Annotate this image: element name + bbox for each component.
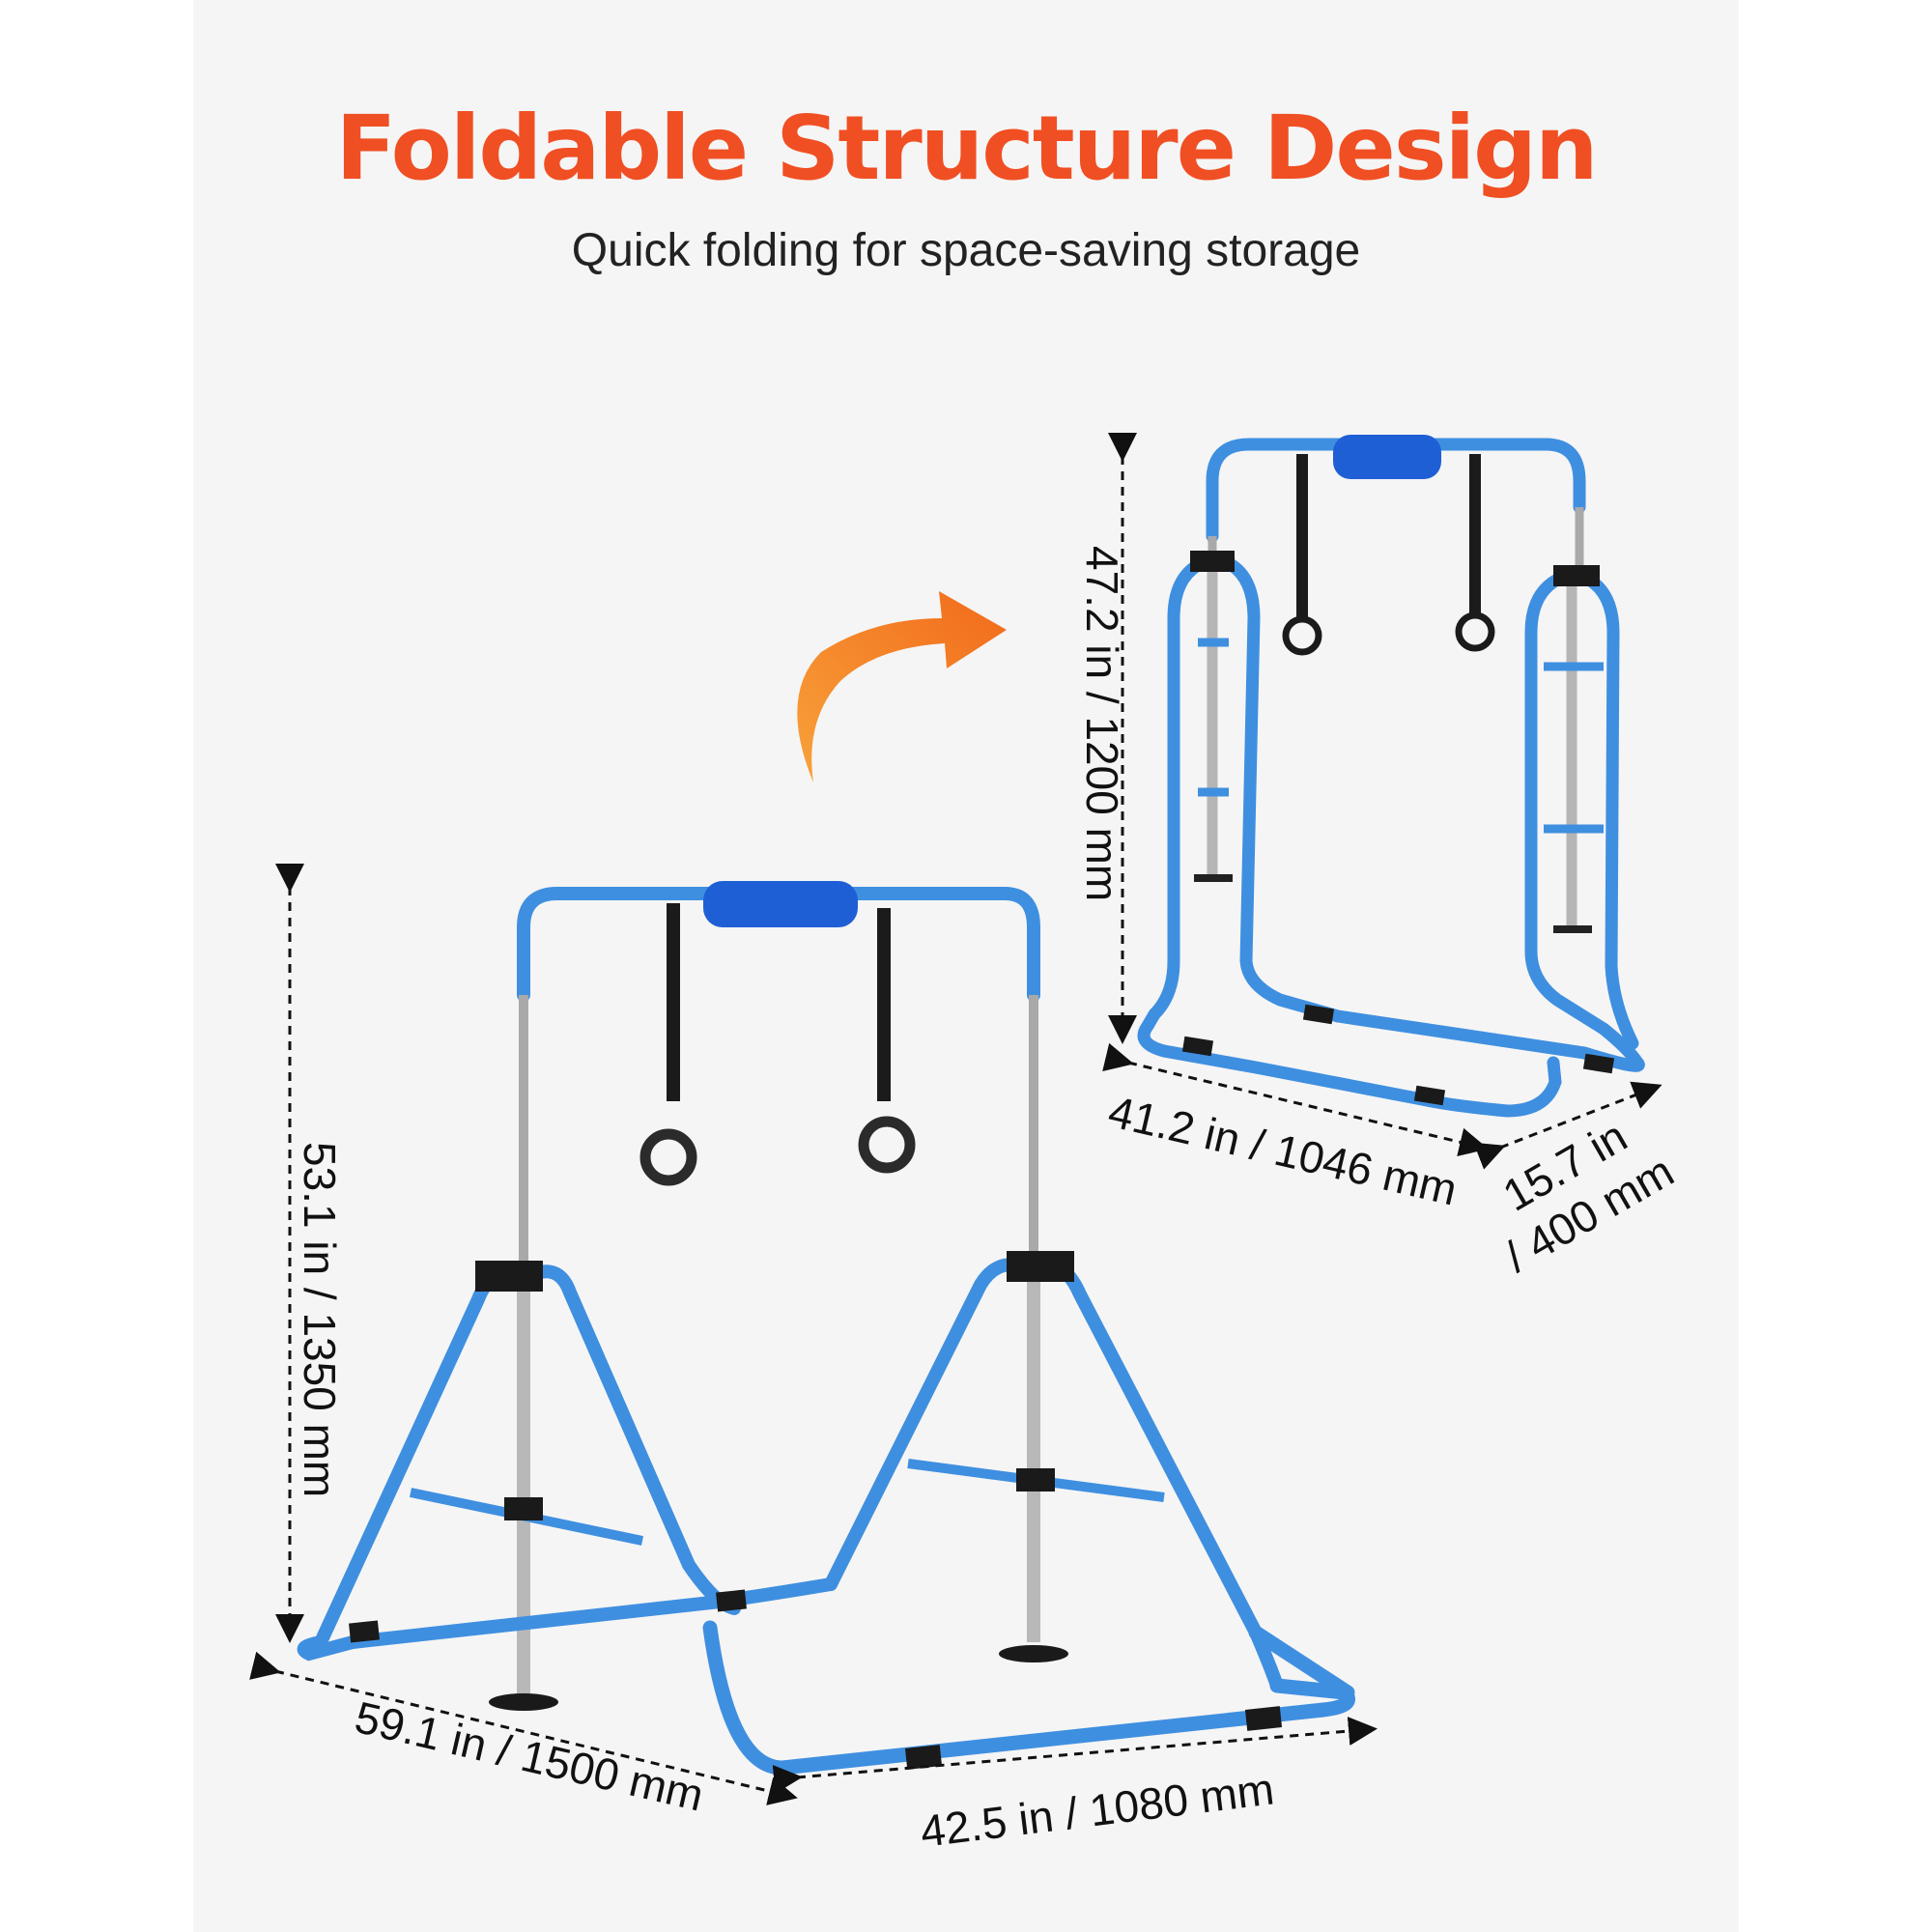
unfolded-length-label: 59.1 in / 1500 mm — [351, 1691, 708, 1820]
unfolded-ring-left — [639, 1128, 697, 1186]
unfolded-length-dimension: 59.1 in / 1500 mm — [249, 1651, 798, 1821]
unfolded-width-label: 42.5 in / 1080 mm — [918, 1763, 1277, 1856]
curved-arrow-right-icon — [797, 591, 1007, 782]
folded-foam-pad — [1333, 435, 1441, 479]
folded-height-label: 47.2 in / 1200 mm — [1077, 546, 1127, 901]
page-subtitle: Quick folding for space-saving storage — [571, 225, 1361, 276]
unfolded-height-label: 53.1 in / 1350 mm — [295, 1142, 345, 1497]
folded-ring-left — [1282, 615, 1322, 656]
unfolded-bar — [297, 881, 1355, 1776]
folded-width-label: 41.2 in / 1046 mm — [1104, 1086, 1462, 1214]
unfolded-width-dimension: 42.5 in / 1080 mm — [772, 1717, 1378, 1857]
folded-width-dimension: 41.2 in / 1046 mm — [1102, 1042, 1489, 1215]
folded-depth-dimension: 15.7 in / 400 mm — [1473, 1081, 1682, 1282]
folded-bar — [1137, 435, 1645, 1118]
unfolded-foam-pad — [703, 881, 858, 927]
unfolded-ring-right — [858, 1116, 916, 1174]
folded-height-dimension: 47.2 in / 1200 mm — [1077, 433, 1137, 1044]
page-title: Foldable Structure Design — [335, 97, 1599, 200]
folded-ring-right — [1455, 611, 1495, 652]
unfolded-height-dimension: 53.1 in / 1350 mm — [275, 864, 345, 1643]
background-panel — [193, 0, 1739, 1932]
